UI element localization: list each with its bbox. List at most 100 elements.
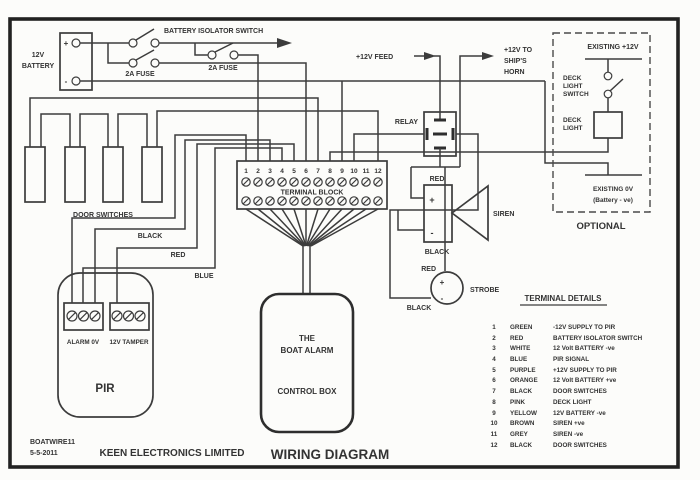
svg-text:DECK LIGHT: DECK LIGHT bbox=[553, 399, 592, 406]
diagram-title: WIRING DIAGRAM bbox=[271, 447, 390, 462]
pir-wire-black-label: BLACK bbox=[138, 233, 163, 240]
strobe: + - RED BLACK STROBE bbox=[407, 266, 500, 312]
svg-text:2: 2 bbox=[492, 335, 496, 342]
siren-red-label: RED bbox=[430, 176, 445, 183]
pir-tamper-label: 12V TAMPER bbox=[109, 339, 149, 346]
svg-text:12V BATTERY -ve: 12V BATTERY -ve bbox=[553, 410, 606, 417]
siren-minus: - bbox=[431, 228, 434, 238]
optional-section: EXISTING +12V DECK LIGHT SWITCH DECK LIG… bbox=[552, 32, 651, 232]
siren-black-label: BLACK bbox=[425, 249, 450, 256]
fuse-2: 2A FUSE bbox=[207, 42, 239, 72]
svg-text:BLUE: BLUE bbox=[510, 356, 527, 363]
terminal-screws-top bbox=[241, 177, 383, 187]
battery: + - 12V BATTERY bbox=[22, 32, 93, 91]
terminal-number: 7 bbox=[316, 168, 320, 175]
door-switches: DOOR SWITCHES bbox=[24, 146, 163, 219]
feed-12v-label: +12V FEED bbox=[356, 54, 393, 61]
terminal-number: 6 bbox=[304, 168, 308, 175]
terminal-details-title: TERMINAL DETAILS bbox=[524, 294, 602, 303]
svg-text:YELLOW: YELLOW bbox=[510, 410, 537, 417]
svg-text:GREY: GREY bbox=[510, 431, 529, 438]
battery-plus: + bbox=[64, 39, 69, 48]
terminal-number: 8 bbox=[328, 168, 332, 175]
svg-text:1: 1 bbox=[492, 324, 496, 331]
pir-wire-blue-label: BLUE bbox=[194, 273, 213, 280]
horn-label-1: +12V TO bbox=[504, 47, 533, 54]
svg-text:12 Volt BATTERY -ve: 12 Volt BATTERY -ve bbox=[553, 345, 615, 352]
terminal-number: 5 bbox=[292, 168, 296, 175]
relay: RELAY bbox=[395, 111, 457, 157]
svg-text:9: 9 bbox=[492, 410, 496, 417]
battery-ve-label: (Battery - ve) bbox=[593, 197, 633, 204]
drawing-code: BOATWIRE11 bbox=[30, 439, 75, 446]
control-box: THE BOAT ALARM CONTROL BOX bbox=[259, 292, 355, 434]
feed-labels: +12V FEED +12V TO SHIP'S HORN bbox=[356, 47, 533, 76]
fuse-1: 2A FUSE bbox=[125, 49, 160, 78]
isolator-switch: BATTERY ISOLATOR SWITCH bbox=[128, 28, 263, 48]
svg-text:PINK: PINK bbox=[510, 399, 525, 406]
svg-text:BLACK: BLACK bbox=[510, 388, 532, 395]
optional-label: OPTIONAL bbox=[576, 221, 625, 232]
svg-text:ORANGE: ORANGE bbox=[510, 377, 538, 384]
strobe-red-label: RED bbox=[421, 266, 436, 273]
siren-label: SIREN bbox=[493, 211, 514, 218]
siren: + - RED BLACK SIREN bbox=[423, 176, 514, 256]
svg-text:RED: RED bbox=[510, 335, 524, 342]
terminal-number: 10 bbox=[350, 168, 358, 175]
terminal-number: 1 bbox=[244, 168, 248, 175]
svg-text:12 Volt BATTERY +ve: 12 Volt BATTERY +ve bbox=[553, 377, 617, 384]
svg-text:PIR SIGNAL: PIR SIGNAL bbox=[553, 356, 589, 363]
svg-text:BLACK: BLACK bbox=[510, 442, 532, 449]
control-box-line-1: THE bbox=[299, 334, 316, 343]
pir-wire-labels: BLACK RED BLUE bbox=[138, 233, 214, 280]
svg-text:8: 8 bbox=[492, 399, 496, 406]
svg-text:DOOR SWITCHES: DOOR SWITCHES bbox=[553, 442, 607, 449]
fuse-1-label: 2A FUSE bbox=[125, 71, 155, 78]
control-box-line-2: BOAT ALARM bbox=[281, 346, 334, 355]
siren-plus: + bbox=[429, 195, 434, 205]
strobe-black-label: BLACK bbox=[407, 305, 432, 312]
terminal-number: 2 bbox=[256, 168, 260, 175]
svg-text:4: 4 bbox=[492, 356, 496, 363]
terminal-screws-bottom bbox=[241, 196, 383, 206]
svg-text:BROWN: BROWN bbox=[510, 420, 535, 427]
wiring-lines bbox=[29, 38, 609, 303]
deck-switch-label-2: LIGHT bbox=[563, 83, 583, 90]
footer: BOATWIRE11 5-5-2011 KEEN ELECTRONICS LIM… bbox=[30, 439, 389, 462]
svg-text:WHITE: WHITE bbox=[510, 345, 530, 352]
svg-text:SIREN -ve: SIREN -ve bbox=[553, 431, 584, 438]
svg-text:6: 6 bbox=[492, 377, 496, 384]
svg-text:3: 3 bbox=[492, 345, 496, 352]
pir-sensor: ALARM 0V 12V TAMPER PIR bbox=[57, 272, 154, 418]
deck-light-label-2: LIGHT bbox=[563, 125, 583, 132]
svg-text:12: 12 bbox=[490, 442, 498, 449]
existing-12v-label: EXISTING +12V bbox=[587, 44, 638, 51]
svg-text:7: 7 bbox=[492, 388, 496, 395]
svg-text:SIREN +ve: SIREN +ve bbox=[553, 420, 585, 427]
terminal-number: 4 bbox=[280, 168, 284, 175]
door-switches-label: DOOR SWITCHES bbox=[73, 212, 133, 219]
strobe-plus: + bbox=[440, 278, 445, 287]
deck-switch-label-1: DECK bbox=[563, 75, 582, 82]
pir-wire-red-label: RED bbox=[171, 252, 186, 259]
svg-text:DOOR SWITCHES: DOOR SWITCHES bbox=[553, 388, 607, 395]
terminal-block-label: TERMINAL BLOCK bbox=[281, 190, 344, 197]
horn-label-2: SHIP'S bbox=[504, 58, 527, 65]
svg-text:+12V SUPPLY TO PIR: +12V SUPPLY TO PIR bbox=[553, 367, 617, 374]
control-box-line-3: CONTROL BOX bbox=[278, 387, 338, 396]
deck-switch-label-3: SWITCH bbox=[563, 91, 589, 98]
terminal-block: 1 2 3 4 5 6 7 8 9 10 11 12 TERMINAL BLOC… bbox=[236, 160, 388, 294]
terminal-number: 12 bbox=[374, 168, 382, 175]
svg-text:10: 10 bbox=[490, 420, 498, 427]
battery-label-1: 12V bbox=[32, 52, 45, 59]
horn-label-3: HORN bbox=[504, 69, 525, 76]
pir-label: PIR bbox=[95, 383, 115, 395]
relay-label: RELAY bbox=[395, 119, 418, 126]
company-name: KEEN ELECTRONICS LIMITED bbox=[99, 448, 244, 459]
svg-text:BATTERY ISOLATOR SWITCH: BATTERY ISOLATOR SWITCH bbox=[553, 335, 643, 342]
isolator-switch-label: BATTERY ISOLATOR SWITCH bbox=[164, 28, 263, 35]
